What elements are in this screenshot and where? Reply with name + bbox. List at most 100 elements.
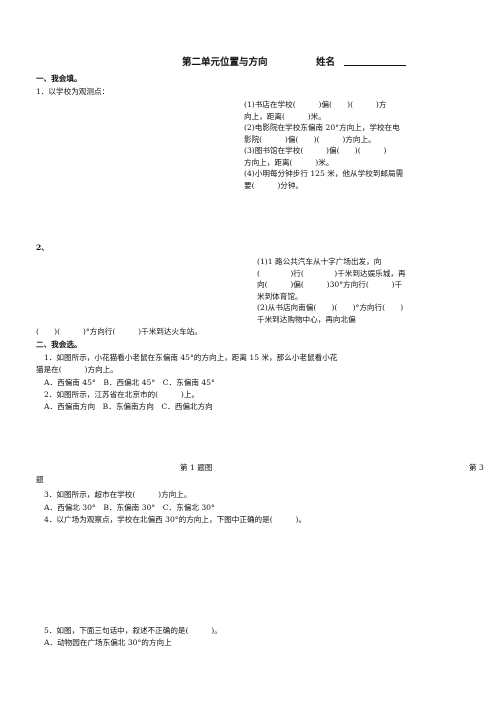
svg-text:北: 北 [228,526,234,534]
q5-scale: 100 米 [358,678,377,686]
s2-q1-line-b: 猫是在( )方向上。 [36,365,118,374]
q1-line: 影院( )偏( )( )方向上。 [244,134,376,144]
q1-line: 方向上，距离( )米。 [244,157,334,167]
q4-option-c: 北 学校 广场 30° C [202,526,258,616]
svg-text:学校: 学校 [176,538,188,546]
map-shandong: 山东 [220,438,232,446]
q4-option-a: 北 学校 广场 30° A [66,526,124,616]
s2-q3-options: A．西偏北 30° B．东偏南 30° C．东偏北 30° [44,503,215,512]
cat-south: 南 [116,482,122,490]
q2-last-line: ( )( )°方向行( )千米到达火车站。 [36,327,202,336]
name-label: 姓名 [316,57,336,68]
q5-school: 学校 [418,678,430,686]
svg-text:D: D [300,609,305,616]
map1-cinema: 电影院 [168,197,186,205]
map2-dist-12: 1.2千米 [194,312,216,320]
q1-line: 向上，距离( )米。 [244,111,326,121]
street-worker: 工厂 [356,453,368,460]
map2-square: 十字广场 [216,304,240,312]
q2-label: 2、 [36,243,49,252]
s2-q2-options: A．西偏南方向 B．东偏南方向 C．西偏北方向 [44,402,213,411]
section-2-heading: 二、我会选。 [36,340,82,349]
school-building-icon [128,150,144,163]
s2-q2: 2．如图所示，江苏省在北京市的( )上。 [44,390,200,399]
svg-text:30°: 30° [284,553,295,560]
svg-text:30°: 30° [164,537,175,544]
map1-school: 学校 [118,151,130,159]
q1-text: (1)书店在学校( )偏( )( )方 向上，距离( )米。 (2)电影院在学校… [244,99,403,191]
map1-angle-45: 45° [147,157,158,164]
map2-north: 北 [210,250,216,258]
svg-text:广场: 广场 [82,578,94,586]
q4-option-d: 北 学校 广场 30° D [274,526,330,616]
q4-option-b: 北 学校 广场 30° B [132,526,188,616]
q2-line: (1)1 路公共汽车从十字广场出发，向 [257,257,382,266]
q5-angle-25: 25° [366,615,377,622]
cinema-building-icon [162,171,192,195]
caption-wrap: 题 [36,475,44,484]
svg-text:C: C [228,609,232,616]
street-angle: 30° [424,459,435,466]
map1-east: 东 [192,162,198,170]
map-beijing: 北京 [216,418,228,426]
s2-q5: 5．如图，下面三句话中，叙述不正确的是( )。 [44,626,222,635]
cat-icon [91,401,101,415]
map2-dist-15: 1.5千米 [147,294,169,302]
map-liaoning: 辽宁 [234,408,246,416]
q1-line: 要( )分钟。 [244,180,304,190]
svg-text:北: 北 [300,526,306,534]
q5-zoo: 动物园 [420,606,438,614]
map1-post: 邮局 [185,130,197,138]
map2-angle-55: 55° [121,291,132,298]
q5-culture: 文化馆 [360,596,378,604]
svg-text:学校: 学校 [112,538,124,546]
fig1-caption: 第 1 题图 [180,463,213,472]
map1-angle-20: 20° [163,167,174,174]
map2-dist-25: 2.5千米 [86,286,108,294]
q2-line: 米到体育馆。 [257,291,303,301]
cat-north: 北 [116,406,122,414]
s2-q1-line-a: 1．如图所示，小花猫看小老鼠在东偏南 45°的方向上，距离 15 米，那么小老鼠… [44,353,338,362]
svg-text:B: B [158,609,162,616]
q1-line: (3)图书馆在学校( )偏( )( ) [244,146,387,155]
q2-text: (1)1 路公共汽车从十字广场出发，向 ( )行( )千米到达娱乐城，再 向( … [257,256,406,325]
svg-text:广场: 广场 [218,578,230,586]
section-1-heading: 一、我会填。 [36,74,82,83]
map2-angle-30a: 30° [67,280,78,287]
s2-q4: 4．以广场为观察点，学校在北偏西 30°的方向上，下图中正确的是( )。 [44,515,307,524]
map2-angle-30b: 30° [173,282,184,289]
map2-city: 娱乐城 [169,312,187,320]
q2-line: 千米到达购物中心，再向北偏 [257,314,356,324]
s2-q5-option-a: A．动物园在广场东偏北 30°的方向上 [44,638,172,647]
map1-west: 西 [70,165,76,172]
svg-text:广场: 广场 [148,578,160,586]
map2-dist-2: 2千米 [52,298,68,306]
q1-intro: 1．以学校为观测点： [36,87,110,96]
street-green: 绿苑小区 [334,464,358,472]
q2-line: ( )行( )千米到达娱乐城，再 [257,268,406,278]
svg-text:北: 北 [158,526,164,534]
svg-text:A: A [92,609,97,616]
cat-angle-b: 45° [124,461,135,468]
map2-bookstore: 书店 [124,266,136,274]
map1-north: 北 [140,102,146,110]
map-hebei: 河北 [204,425,216,433]
s2-q3: 3．如图所示，超市在学校( )方向上。 [44,490,192,499]
q5-angle-30: 30° [394,615,405,622]
map2-shopping: 购物中心 [64,318,88,326]
map1-library: 图书馆 [96,206,114,214]
cat-distance: 15 米 [116,450,132,458]
library-building-icon [97,185,119,201]
q1-line: (1)书店在学校( )偏( )( )方 [244,100,387,109]
q1-line: (2)电影院在学校东偏南 20°方向上，学校在电 [244,123,400,132]
svg-text:学校: 学校 [208,538,220,546]
fig3-caption: 第 3 [469,463,484,472]
map2-gym: 体育馆 [147,266,165,274]
cat-west: 西 [87,438,93,445]
page-title: 第二单元位置与方向 [182,57,268,68]
name-blank[interactable] [344,65,406,66]
map-jiangsu: 江苏 [226,454,238,462]
q5-north: 北 [468,579,474,587]
map2-station: 火车站 [36,260,54,268]
map1-south: 南 [140,225,146,233]
